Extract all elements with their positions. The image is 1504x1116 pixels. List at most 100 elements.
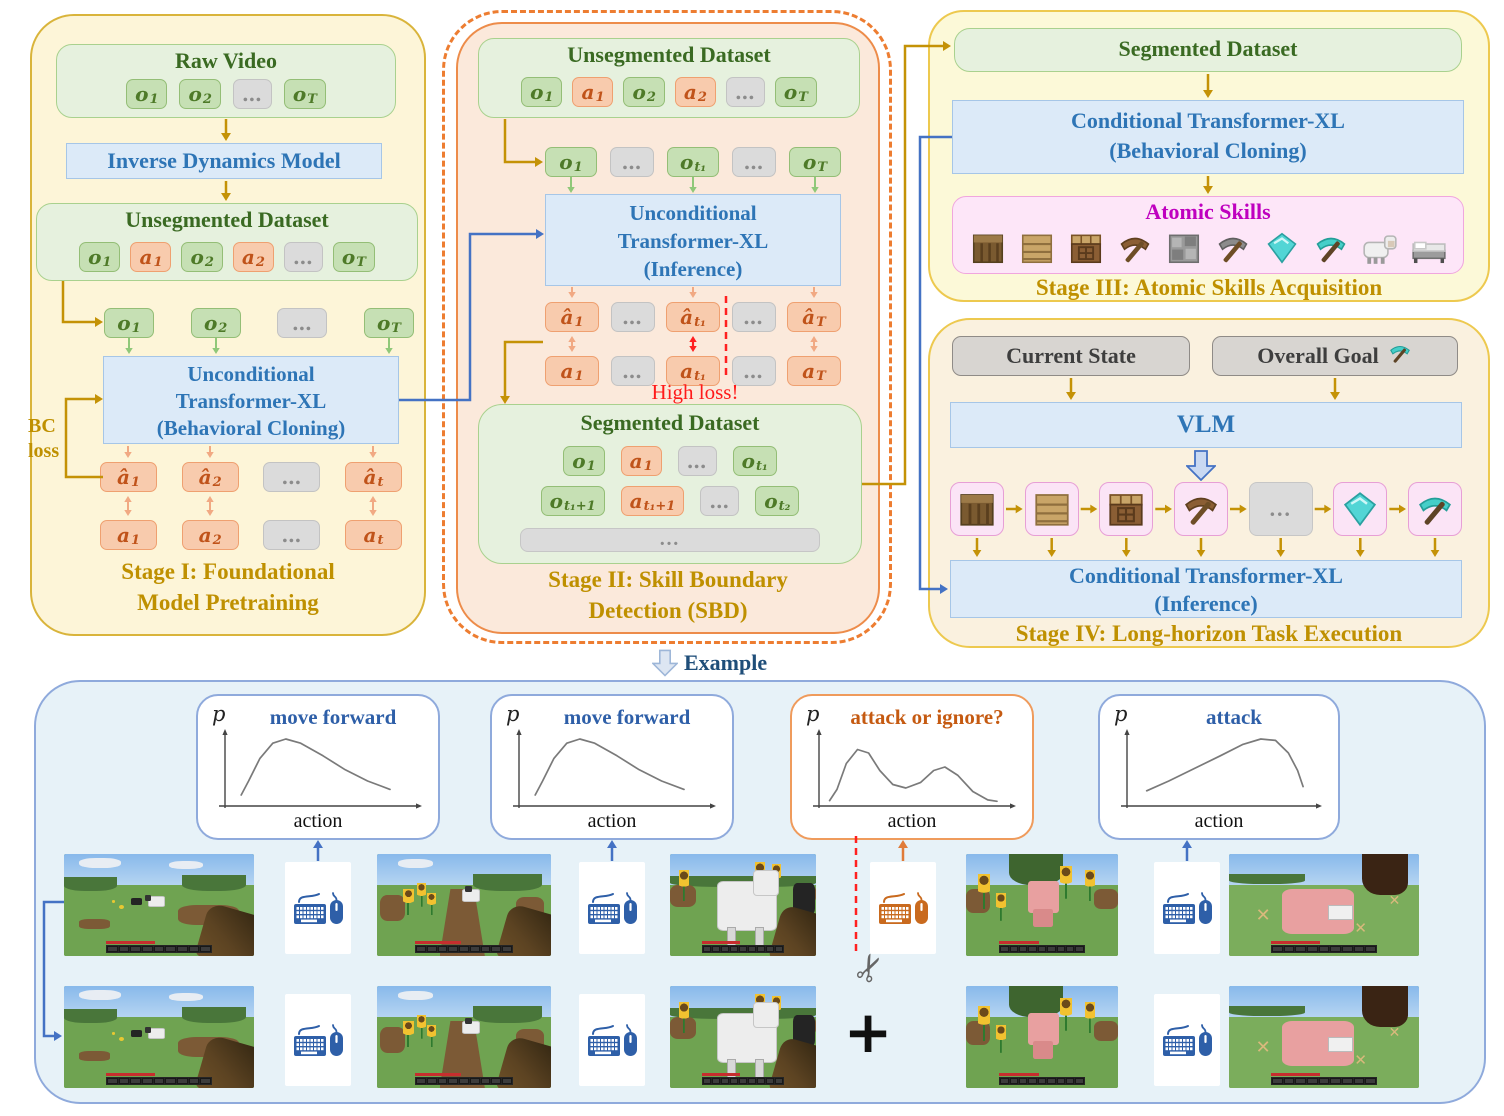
cobblestone-icon — [1165, 229, 1203, 272]
token-ellipsis: … — [732, 147, 776, 177]
diamond-pickaxe-icon — [1387, 340, 1413, 372]
snout — [1327, 1037, 1353, 1053]
token-ellipsis: … — [610, 302, 655, 332]
segmented-row-ellipsis: … — [520, 528, 820, 552]
segmented-dataset-title: Segmented Dataset — [580, 410, 760, 435]
plot-ylabel: p — [506, 702, 520, 726]
chain-oak-log-box — [950, 482, 1004, 536]
raw-video-box — [56, 44, 396, 118]
current-state-box: Current State — [952, 336, 1190, 376]
overall-goal-box: Overall Goal — [1212, 336, 1458, 376]
xmark: ✕ — [1354, 1051, 1367, 1070]
hotbar — [702, 1076, 784, 1085]
cloud — [79, 858, 121, 869]
sunflower — [996, 1024, 1006, 1054]
high-loss-label: High loss! — [651, 380, 739, 404]
minecraft-frame-white-sheep-closeup — [670, 854, 816, 956]
token-ellipsis: … — [731, 356, 776, 386]
hotbar — [1270, 1076, 1378, 1085]
hotbar — [105, 1076, 213, 1085]
plot-title: move forward — [563, 705, 691, 729]
sunflower — [417, 1014, 426, 1040]
sunflower — [678, 870, 689, 901]
plot-ylabel: p — [1114, 702, 1128, 726]
xmark: ✕ — [1255, 905, 1271, 926]
health — [105, 1072, 156, 1076]
hotbar — [415, 944, 513, 953]
bed-icon — [1410, 229, 1448, 272]
chain-crafting-table-box — [1099, 482, 1154, 536]
sheepb — [130, 1029, 142, 1037]
minecraft-frame-pig-among-sunflowers — [966, 854, 1118, 956]
unconditional-txl-inference-box: Unconditional Transformer-XL (Inference) — [545, 194, 841, 286]
sheepd — [465, 885, 472, 892]
dirt — [1093, 888, 1118, 910]
pig — [1028, 1012, 1059, 1046]
dirt — [380, 894, 405, 922]
stone-pickaxe-icon — [1214, 229, 1252, 272]
oak-log-icon — [969, 229, 1007, 272]
dirt — [79, 919, 110, 930]
hotbar — [415, 1076, 513, 1085]
treeline — [1229, 1006, 1305, 1016]
token-ellipsis: … — [232, 79, 272, 109]
vlm-box: VLM — [950, 402, 1462, 448]
keyboard-mouse-icon — [1154, 862, 1220, 954]
plot-ylabel: p — [806, 702, 820, 726]
treeline — [472, 874, 543, 891]
hotbar — [999, 944, 1085, 953]
dotY — [111, 1031, 116, 1035]
segmented-dataset-label-3: Segmented Dataset — [1118, 36, 1298, 61]
atomic-skills-icon-row — [952, 229, 1464, 271]
cloud — [397, 991, 433, 1001]
keyboard-mouse-icon — [285, 862, 351, 954]
chain-diamond-box — [1333, 482, 1388, 536]
sunflower — [978, 874, 991, 910]
treeline — [1229, 874, 1305, 884]
unconditional-txl-bc-box: Unconditional Transformer-XL (Behavioral… — [103, 356, 399, 444]
segmented-dataset-box-3: Segmented Dataset — [954, 28, 1462, 72]
diamond-icon — [1263, 229, 1301, 272]
hotbar — [702, 944, 784, 953]
hotbar — [999, 1076, 1085, 1085]
minecraft-frame-pig-among-sunflowers — [966, 986, 1118, 1088]
sheepd — [465, 1017, 472, 1024]
sunflower — [1084, 1002, 1096, 1033]
wooden-pickaxe-icon — [1116, 229, 1154, 272]
conditional-txl-bc-box: Conditional Transformer-XL (Behavioral C… — [952, 100, 1464, 174]
conditional-txl-inference-box: Conditional Transformer-XL (Inference) — [950, 560, 1462, 618]
pig2 — [1032, 1041, 1053, 1060]
keyboard-mouse-icon — [579, 994, 645, 1086]
diamond-pickaxe-icon — [1312, 229, 1350, 272]
sunflower — [427, 892, 437, 916]
treeline — [472, 1006, 543, 1023]
